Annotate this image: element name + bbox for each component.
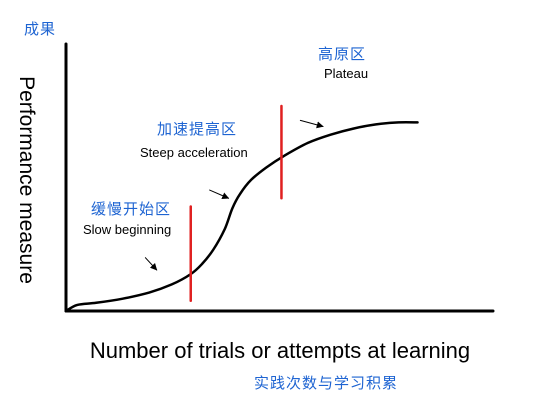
region-label-plateau-chinese: 高原区	[318, 45, 366, 63]
series-line-performance-curve	[64, 121, 419, 313]
region-label-slow-beginning-chinese: 缓慢开始区	[91, 200, 171, 218]
arrow-slow-beginning	[144, 257, 158, 271]
x-axis-title-chinese: 实践次数与学习积累	[254, 374, 398, 392]
region-label-steep-acceleration: Steep acceleration	[140, 145, 248, 160]
arrow-plateau	[299, 119, 324, 129]
y-axis-title: Performance measure	[15, 76, 38, 284]
x-axis-title: Number of trials or attempts at learning	[90, 338, 470, 363]
arrow-steep-acceleration	[209, 189, 230, 199]
region-label-steep-acceleration-chinese: 加速提高区	[157, 120, 237, 138]
region-label-slow-beginning: Slow beginning	[83, 222, 171, 237]
y-axis-title-chinese: 成果	[24, 20, 56, 38]
region-label-plateau: Plateau	[324, 66, 368, 81]
